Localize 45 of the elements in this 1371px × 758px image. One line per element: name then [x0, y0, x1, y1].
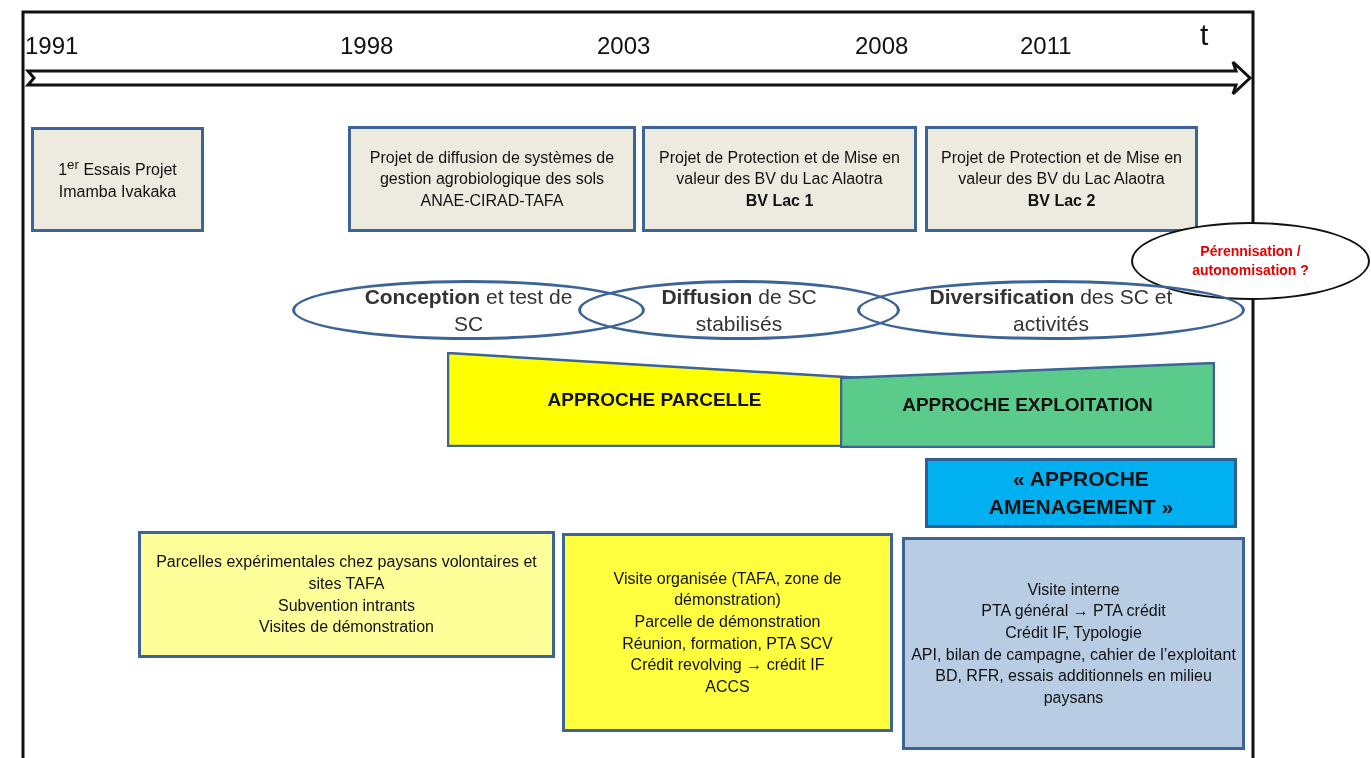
box-text: Parcelle de démonstration	[634, 611, 821, 632]
approach-box	[925, 458, 1237, 528]
box-text: Visite organisée (TAFA, zone de démonstration)	[612, 568, 843, 611]
band-label: APPROCHE EXPLOITATION	[902, 393, 1153, 418]
phase-ellipse	[857, 280, 1245, 340]
year-label: 2003	[597, 32, 651, 60]
box-text: Subvention intrants	[278, 595, 415, 616]
activity-box	[562, 533, 893, 732]
project-box	[31, 127, 204, 232]
box-text: PTA général → PTA crédit	[981, 601, 1166, 622]
box-text: Visites de démonstration	[259, 617, 434, 638]
box-text: Diversification des SC et activités	[928, 283, 1174, 337]
box-text: Diffusion de SC stabilisés	[660, 283, 818, 337]
activity-box	[138, 531, 555, 658]
box-text: ACCS	[705, 676, 750, 697]
band-label: APPROCHE PARCELLE	[547, 387, 762, 412]
year-label: 1991	[25, 32, 79, 60]
box-text: Réunion, formation, PTA SCV	[622, 633, 833, 654]
box-text: API, bilan de campagne, cahier de l’exploitant	[911, 644, 1236, 665]
axis-label: t	[1200, 18, 1209, 52]
box-text: Conception et test de SC	[363, 283, 574, 337]
project-box	[925, 126, 1198, 232]
box-text: Crédit IF, Typologie	[1005, 622, 1142, 643]
box-text: BV Lac 2	[1027, 190, 1096, 211]
year-label: 2011	[1020, 32, 1072, 60]
box-text: BV Lac 1	[745, 190, 814, 211]
box-text: ANAE-CIRAD-TAFA	[420, 190, 564, 211]
year-label: 1998	[340, 32, 394, 60]
box-text: Projet de diffusion de systèmes de gestion agrobiologique des sols	[368, 147, 616, 190]
box-text: 1$^{er}$ Essais Projet Imamba Ivakaka	[57, 156, 178, 203]
box-text: Parcelles expérimentales chez paysans volontaires et sites TAFA	[155, 552, 538, 594]
year-label: 2008	[855, 32, 909, 60]
box-text: Crédit revolving → crédit IF	[630, 655, 825, 676]
project-box	[642, 126, 917, 232]
box-text: Pérennisation / autonomisation ?	[1191, 242, 1310, 280]
box-text: Visite interne	[1027, 579, 1120, 600]
box-text: Projet de Protection et de Mise en valeur des BV du Lac Alaotra	[940, 147, 1183, 190]
phase-ellipse	[292, 280, 645, 340]
approach-band	[840, 362, 1215, 448]
project-box	[348, 126, 636, 232]
band-label: « APPROCHE AMENAGEMENT »	[987, 465, 1175, 520]
activity-box	[902, 537, 1245, 750]
phase-ellipse	[578, 280, 900, 340]
box-text: Projet de Protection et de Mise en valeur des BV du Lac Alaotra	[658, 147, 901, 190]
box-text: BD, RFR, essais additionnels en milieu paysans	[934, 666, 1213, 708]
